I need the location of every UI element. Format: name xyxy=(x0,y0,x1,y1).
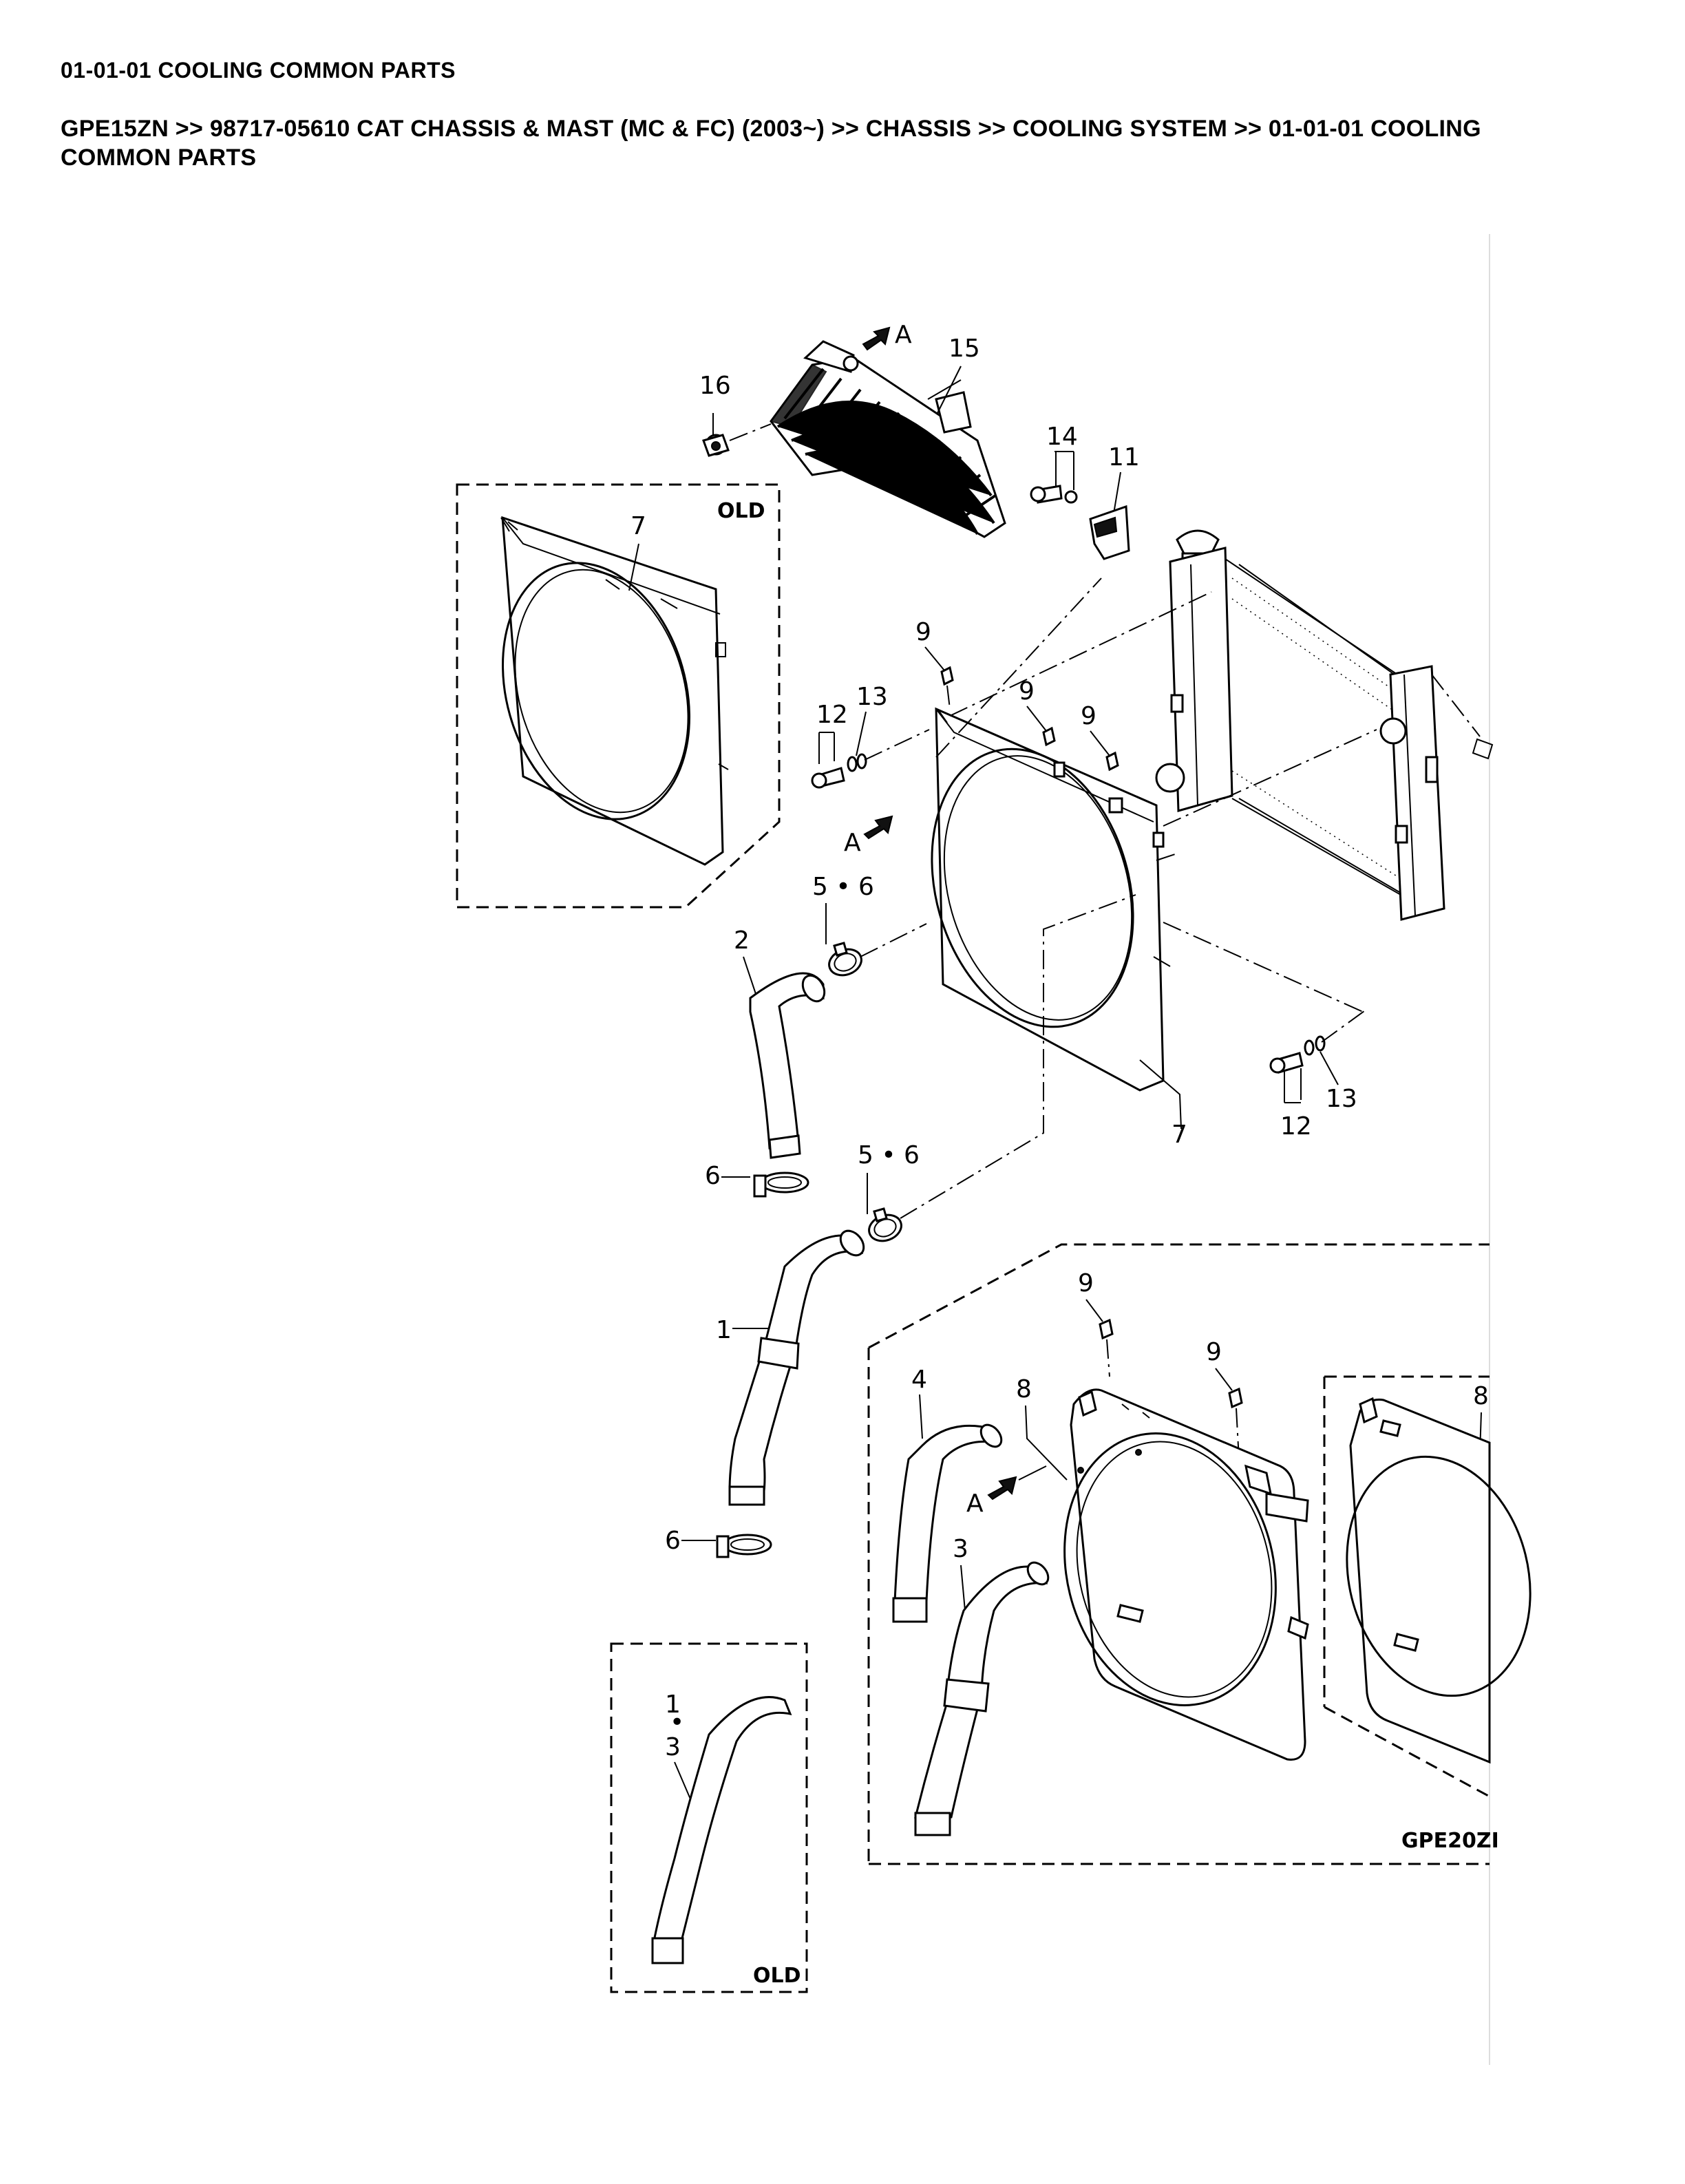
model-tag: GPE20ZI xyxy=(1401,1829,1499,1853)
callout-9-d: 9 xyxy=(1078,1269,1094,1297)
callout-A-low: A xyxy=(966,1489,984,1518)
breadcrumb: GPE15ZN >> 98717-05610 CAT CHASSIS & MAS… xyxy=(61,116,1481,171)
part-12-13-left: 12 13 xyxy=(811,683,930,789)
part-5-6-clamp-b: 5 • 6 xyxy=(858,894,1136,1242)
callout-9-a: 9 xyxy=(915,618,931,646)
callout-9-e: 9 xyxy=(1206,1338,1222,1366)
callout-3: 3 xyxy=(953,1535,968,1563)
callout-5-6-a: 5 • 6 xyxy=(812,873,874,901)
callout-12-a: 12 xyxy=(816,701,848,729)
part-14-11-bracket: 14 11 xyxy=(1030,423,1140,560)
callout-14: 14 xyxy=(1046,423,1078,451)
callout-15: 15 xyxy=(949,335,980,363)
callout-6-b: 6 xyxy=(665,1527,681,1555)
part-6-clamp-b: 6 xyxy=(665,1527,772,1558)
part-12-13-right: 12 13 xyxy=(1269,1008,1368,1141)
callout-4: 4 xyxy=(911,1366,927,1394)
callout-16: 16 xyxy=(699,372,731,400)
part-7-shroud: 7 A xyxy=(844,707,1187,1149)
gpe20-box: GPE20ZI 9 9 8 A 4 xyxy=(867,1243,1532,1865)
callout-11: 11 xyxy=(1108,443,1140,471)
callout-7-main: 7 xyxy=(1172,1121,1187,1149)
old-hose-box: OLD 1 • 3 xyxy=(610,1642,808,1993)
callout-9-c: 9 xyxy=(1081,702,1096,730)
callout-1: 1 xyxy=(716,1316,732,1344)
callout-1-old: 1 xyxy=(665,1690,681,1719)
callout-12-b: 12 xyxy=(1280,1112,1312,1141)
part-9-clips-top: 9 9 9 xyxy=(915,618,1119,772)
page-title: 01-01-01 COOLING COMMON PARTS xyxy=(61,58,456,83)
callout-8-a: 8 xyxy=(1016,1375,1032,1403)
callout-9-b: 9 xyxy=(1019,677,1035,706)
old-tag-top: OLD xyxy=(717,499,765,523)
callout-13-b: 13 xyxy=(1326,1085,1357,1113)
radiator xyxy=(1155,529,1494,921)
callout-6-a: 6 xyxy=(705,1162,721,1190)
old-tag-bottom: OLD xyxy=(753,1964,801,1988)
callout-A-mid: A xyxy=(844,829,861,857)
callout-8-b: 8 xyxy=(1473,1382,1489,1410)
callout-3-old: 3 xyxy=(665,1733,681,1761)
callout-7-old: 7 xyxy=(630,512,646,540)
part-16-bolt: 16 xyxy=(699,372,772,457)
old-shroud-box: OLD 7 xyxy=(456,483,781,909)
callout-13-a: 13 xyxy=(856,683,888,711)
part-2-upper-hose: 5 • 6 2 xyxy=(734,873,927,1159)
svg-text:•: • xyxy=(670,1708,684,1737)
callout-2: 2 xyxy=(734,926,750,955)
part-6-clamp-a: 6 xyxy=(705,1162,809,1198)
part-1-lower-hose: 1 xyxy=(716,1229,865,1506)
callout-A-top: A xyxy=(895,321,912,349)
callout-5-6-b: 5 • 6 xyxy=(858,1141,920,1169)
part-15-fan-guard: 15 A xyxy=(770,321,1006,538)
